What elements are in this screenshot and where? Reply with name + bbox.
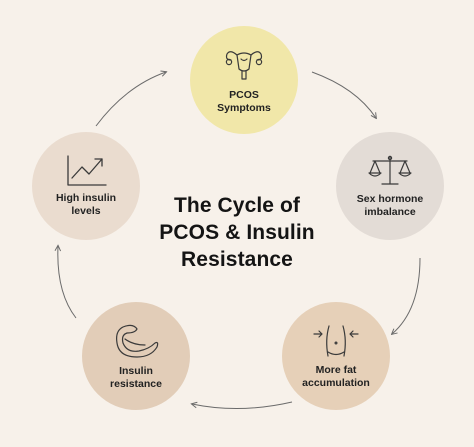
waist-icon [313,325,359,357]
node-label-line: levels [71,205,101,217]
diagram-title: The Cycle of PCOS & Insulin Resistance [140,193,334,274]
arrow-sex-to-fat [392,257,421,334]
arrow-high-to-pcos [95,72,166,127]
node-insulin-resistance: Insulin resistance [82,302,190,410]
node-label-line: Sex hormone [356,192,424,205]
scales-icon [368,155,412,185]
uterus-icon [225,51,263,80]
node-pcos-symptoms: PCOS Symptoms [190,26,298,134]
rising-chart-icon [67,155,107,186]
node-label-line: imbalance [364,206,416,218]
title-line: Resistance [181,247,293,271]
node-label-line: High insulin [55,191,117,204]
node-high-insulin-levels: High insulin levels [32,132,140,240]
node-label-line: resistance [110,378,162,390]
node-sex-hormone-imbalance: Sex hormone imbalance [336,132,444,240]
node-label-line: PCOS [229,88,259,101]
arrow-fat-to-ins [192,401,293,410]
title-line: PCOS & Insulin [159,220,315,244]
title-line: The Cycle of [173,194,301,217]
arrow-pcos-to-sex [311,71,376,118]
arrow-ins-to-high [58,246,77,319]
node-label-line: Symptoms [217,102,271,114]
node-label-line: More fat [315,363,357,376]
node-more-fat-accumulation: More fat accumulation [282,302,390,410]
pancreas-icon [116,324,159,358]
node-label-line: Insulin [119,364,153,377]
node-label-line: accumulation [302,377,370,389]
